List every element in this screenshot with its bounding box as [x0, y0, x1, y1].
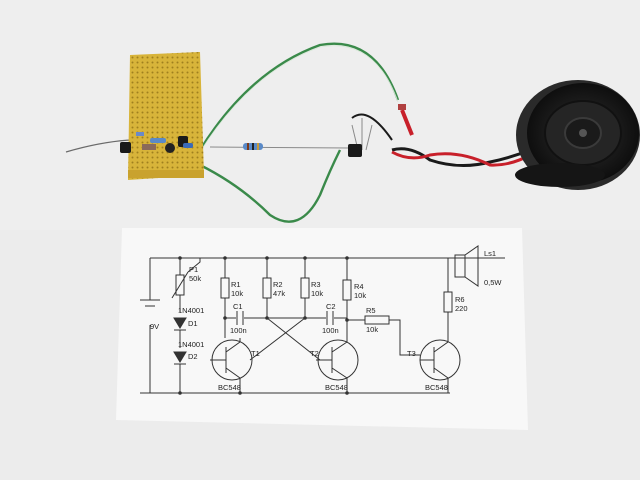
label-c1-ref: C1	[233, 302, 243, 311]
green-wire-bottom	[199, 149, 342, 223]
label-r2-value: 47k	[273, 289, 285, 298]
transistor-t3-photo	[348, 144, 362, 157]
label-t2-part: BC548	[325, 383, 348, 392]
pot-p1-symbol	[175, 274, 185, 296]
label-r3-value: 10k	[311, 289, 323, 298]
label-p1-value: 50k	[189, 274, 201, 283]
label-battery-value: 9V	[150, 322, 159, 331]
label-ls1-rating: 0,5W	[484, 278, 502, 287]
label-r1-value: 10k	[231, 289, 243, 298]
wire-black-short	[351, 113, 393, 141]
resistor-r1-symbol	[220, 277, 230, 299]
label-t1-part: BC548	[218, 383, 241, 392]
resistor-r2-symbol	[262, 277, 272, 299]
label-r3-ref: R3	[311, 280, 321, 289]
label-t2-ref: T2	[310, 349, 319, 358]
resistor-r4-symbol	[342, 279, 352, 301]
label-r2-ref: R2	[273, 280, 283, 289]
label-d2-ref: D2	[188, 352, 198, 361]
label-t3-ref: T3	[407, 349, 416, 358]
perfboard	[128, 52, 204, 180]
capacitor-c2-symbol	[326, 311, 334, 325]
diode-d1-symbol	[173, 317, 187, 329]
diode-d2-symbol	[173, 351, 187, 363]
speaker	[515, 80, 640, 190]
label-ls1-ref: Ls1	[484, 249, 496, 258]
resistor-r6-symbol	[443, 291, 453, 313]
label-r5-ref: R5	[366, 306, 376, 315]
label-p1-ref: P1	[189, 265, 198, 274]
label-r6-value: 220	[455, 304, 468, 313]
label-d1-part: 1N4001	[178, 306, 204, 315]
circuit-hardware	[65, 42, 640, 223]
green-wire-top	[198, 42, 400, 151]
label-t3-part: BC548	[425, 383, 448, 392]
label-c1-value: 100n	[230, 326, 247, 335]
transistor-t1-photo	[120, 142, 131, 153]
label-t1-ref: T1	[251, 349, 260, 358]
battery-symbol	[140, 299, 160, 307]
label-r5-value: 10k	[366, 325, 378, 334]
label-c2-value: 100n	[322, 326, 339, 335]
label-c2-ref: C2	[326, 302, 336, 311]
label-r1-ref: R1	[231, 280, 241, 289]
speaker-ls1-symbol	[454, 254, 466, 278]
schematic-paper	[116, 228, 528, 430]
antenna-wire	[65, 139, 131, 153]
capacitor-c1-symbol	[236, 311, 244, 325]
speaker-cable-red	[391, 150, 531, 167]
speaker-cable-black	[391, 147, 531, 167]
label-d1-ref: D1	[188, 319, 198, 328]
resistor-r3-symbol	[300, 277, 310, 299]
label-d2-part: 1N4001	[178, 340, 204, 349]
label-r4-ref: R4	[354, 282, 364, 291]
resistor-r5-symbol	[364, 315, 390, 325]
label-r6-ref: R6	[455, 295, 465, 304]
diode-d1-photo	[165, 143, 175, 153]
schematic-diagram	[140, 245, 505, 395]
label-r4-value: 10k	[354, 291, 366, 300]
